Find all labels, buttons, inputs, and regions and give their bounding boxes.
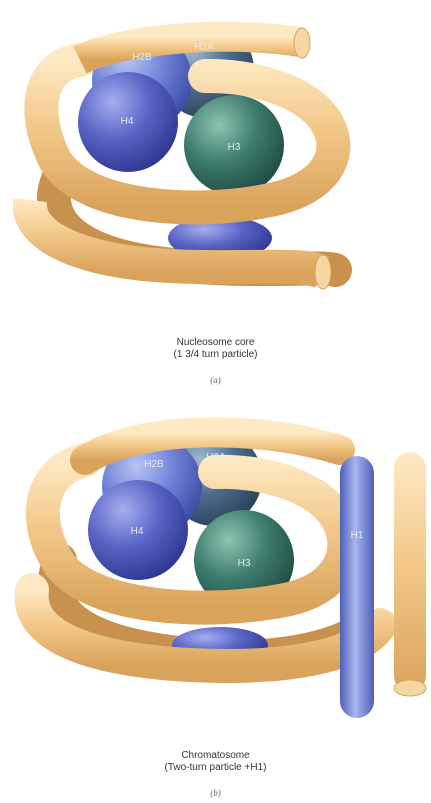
caption-b-title: Chromatosome <box>0 750 431 762</box>
caption-b-subtitle: (Two-turn particle +H1) <box>0 762 431 774</box>
caption-b-tag: (b) <box>0 788 431 798</box>
histone-h1-rod <box>340 456 374 718</box>
caption-a-subtitle: (1 3/4 turn particle) <box>0 349 431 361</box>
caption-a-title: Nucleosome core <box>0 337 431 349</box>
label-h2b-b: H2B <box>144 459 164 470</box>
label-h4-b: H4 <box>131 526 144 537</box>
panel-a: H2B H2A H4 H3 <box>30 22 335 289</box>
dna-end-vertical <box>394 680 426 696</box>
label-h3-b: H3 <box>238 558 251 569</box>
label-h3-a: H3 <box>228 142 241 153</box>
caption-a-tag: (a) <box>0 375 431 385</box>
dna-tube-vertical <box>394 452 426 692</box>
panel-b: H2B H2A H4 H3 H1 <box>32 430 426 718</box>
label-h2a-b: H2A <box>206 452 226 463</box>
dna-end-top <box>294 28 310 58</box>
label-h2b-a: H2B <box>132 52 152 63</box>
label-h4-a: H4 <box>121 116 134 127</box>
dna-end-lower <box>315 255 331 289</box>
label-h1-b: H1 <box>351 530 364 541</box>
label-h2a-a: H2A <box>194 42 214 53</box>
